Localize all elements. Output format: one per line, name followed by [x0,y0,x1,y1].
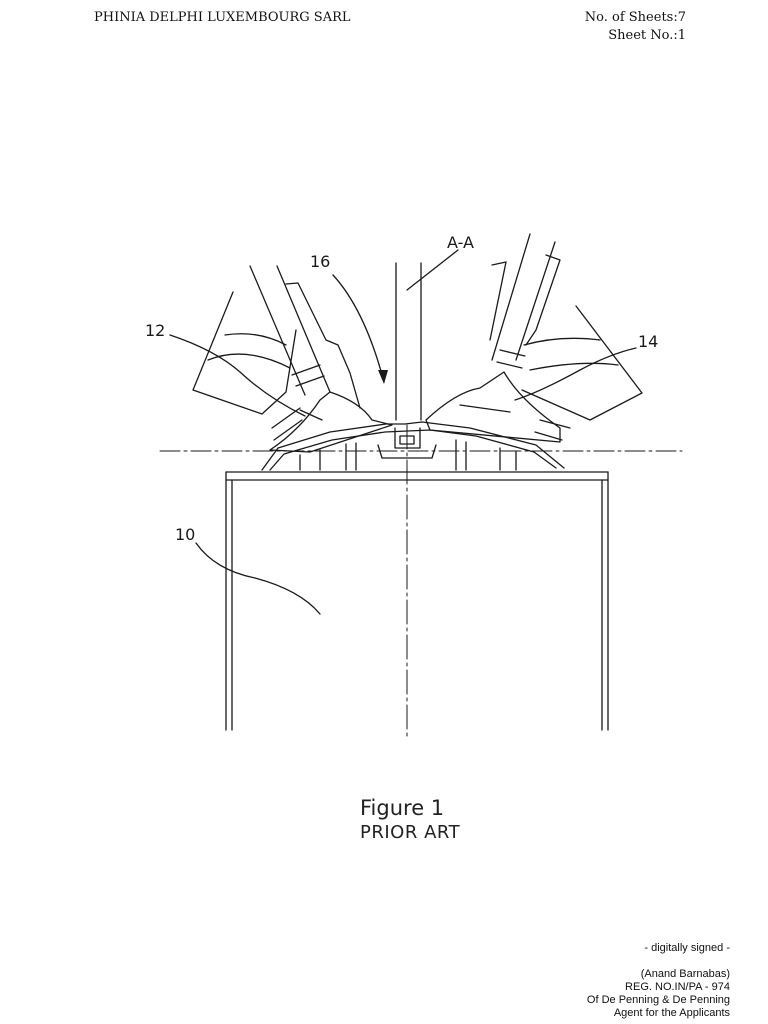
cylinder-bore [225,471,609,731]
label-10: 10 [175,525,195,544]
signature-status: - digitally signed - [644,942,730,954]
intake-valve-left [192,265,393,453]
signature-firm: Of De Penning & De Penning [586,994,730,1006]
leader-14 [514,347,637,401]
sheets-total: No. of Sheets:7 [584,10,686,25]
sheet-number: Sheet No.:1 [608,28,686,43]
signature-name: (Anand Barnabas) [640,968,730,980]
applicant-name: PHINIA DELPHI LUXEMBOURG SARL [94,10,351,25]
section-line-aa [395,249,459,421]
label-12: 12 [145,321,165,340]
leader-16-arrow [378,370,388,384]
label-14: 14 [638,332,658,351]
label-16: 16 [310,252,330,271]
exhaust-valve-right [425,233,643,443]
combustion-chamber-roof [261,421,565,471]
leader-12 [169,334,306,417]
label-section-aa: A-A [447,233,474,252]
signature-role: Agent for the Applicants [613,1007,730,1019]
leader-16 [332,274,385,383]
figure-subcaption: PRIOR ART [360,822,461,843]
leader-10 [195,542,321,615]
signature-reg: REG. NO.IN/PA - 974 [625,981,730,993]
figure-caption: Figure 1 [360,796,445,820]
